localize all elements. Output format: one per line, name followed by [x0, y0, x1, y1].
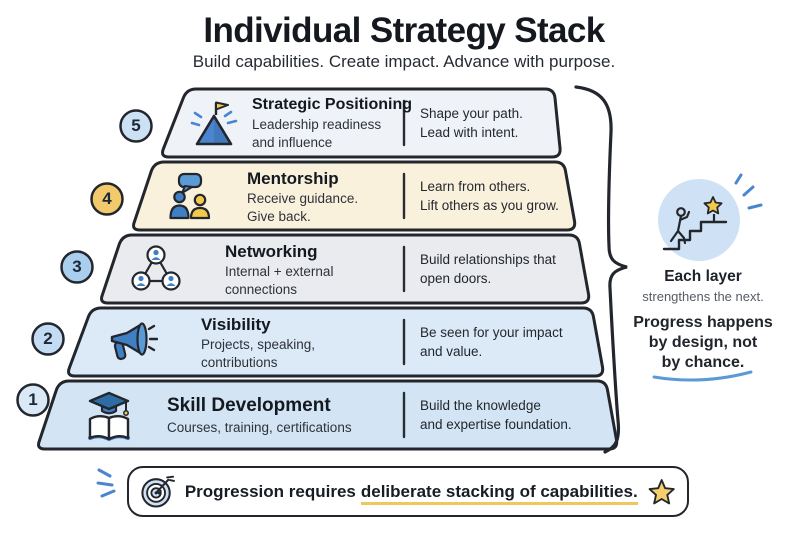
megaphone-icon	[110, 322, 158, 361]
badge-1-number: 1	[28, 390, 38, 409]
layer-3-left-text: Networking Internal + external connectio…	[225, 239, 333, 301]
pyramid-layer-5-shape	[161, 87, 562, 159]
layer-2-subtitle-line: contributions	[201, 354, 278, 370]
banner-text-plain: Progression requires	[184, 481, 356, 501]
layer-5-subtitle-line: and influence	[252, 134, 333, 150]
layer-2-title: Visibility	[201, 314, 271, 334]
layer-4-title: Mentorship	[247, 168, 339, 188]
mentorship-people-icon	[169, 172, 211, 220]
network-icon	[131, 245, 181, 291]
layer-5-benefit: Shape your path. Lead with intent.	[420, 93, 523, 155]
layer-5-benefit-line: Lead with intent.	[420, 125, 519, 140]
layer-5-subtitle-line: Leadership readiness	[252, 117, 382, 133]
layer-4-subtitle-line: Receive guidance.	[247, 190, 359, 206]
star-icon	[648, 478, 675, 504]
layer-2-left-text: Visibility Projects, speaking, contribut…	[201, 312, 315, 374]
badge-2-circle	[31, 322, 65, 356]
stairs-star-icon	[658, 173, 763, 261]
pyramid-layer-3-shape	[100, 233, 591, 305]
target-icon	[141, 475, 175, 508]
layer-1-benefit-line: and expertise foundation.	[420, 417, 572, 432]
layer-1-benefit-line: Build the knowledge	[420, 398, 541, 414]
layer-3-benefit-line: open doors.	[420, 271, 492, 286]
page-subtitle: Build capabilities. Create impact. Advan…	[192, 52, 616, 71]
layer-3-title: Networking	[225, 241, 318, 261]
brace	[574, 85, 628, 454]
layer-4-left-text: Mentorship Receive guidance. Give back.	[247, 166, 358, 228]
layer-1-subtitle-line: Courses, training, certifications	[167, 419, 352, 435]
layer-5-title: Strategic Positioning	[252, 96, 413, 114]
layer-1-benefit: Build the knowledge and expertise founda…	[420, 385, 572, 447]
badge-2-number: 2	[43, 329, 53, 348]
banner-dashes	[96, 468, 116, 498]
badge-1-circle	[16, 383, 50, 417]
badge-5-number: 5	[131, 116, 141, 135]
layer-4-benefit-line: Lift others as you grow.	[420, 198, 559, 213]
page-title: Individual Strategy Stack	[203, 11, 605, 50]
book-graduation-icon	[88, 391, 130, 442]
layer-1-left-text: Skill Development Courses, training, cer…	[167, 385, 352, 447]
side-note-emphasis-line: by design, not	[648, 334, 758, 351]
sparkle-dashes	[734, 173, 763, 210]
pyramid-layer-4-shape	[132, 160, 577, 232]
side-note-subline: strengthens the next.	[642, 289, 764, 304]
badge-3-circle	[60, 250, 94, 284]
swoosh-underline	[652, 370, 753, 382]
layer-2-benefit: Be seen for your impact and value.	[420, 312, 563, 374]
layer-4-benefit-line: Learn from others.	[420, 179, 531, 195]
layer-1-title: Skill Development	[167, 395, 331, 417]
layer-4-benefit: Learn from others. Lift others as you gr…	[420, 166, 559, 228]
side-note-emphasis: Progress happens by design, not by chanc…	[615, 313, 791, 373]
badge-4-number: 4	[102, 189, 112, 208]
layer-3-subtitle-line: Internal + external	[225, 263, 334, 279]
number-badges	[16, 109, 153, 417]
pyramid-layer-2-shape	[67, 306, 605, 378]
side-note-emphasis-line: Progress happens	[633, 314, 773, 331]
badge-4-circle	[90, 182, 124, 216]
mountain-flag-icon	[190, 101, 238, 146]
layer-3-benefit-line: Build relationships that	[420, 252, 556, 268]
layer-5-benefit-line: Shape your path.	[420, 106, 523, 122]
layer-2-benefit-line: and value.	[420, 344, 483, 359]
side-note-headline: Each layer	[664, 268, 742, 285]
layer-5-left-text: Strategic Positioning Leadership readine…	[252, 93, 412, 155]
layer-2-benefit-line: Be seen for your impact	[420, 325, 563, 341]
layer-2-subtitle-line: Projects, speaking,	[201, 336, 316, 352]
badge-5-circle	[119, 109, 153, 143]
banner-text-underlined: deliberate stacking of capabilities.	[360, 481, 638, 505]
side-note-emphasis-line: by chance.	[661, 354, 745, 371]
layer-3-benefit: Build relationships that open doors.	[420, 239, 556, 301]
layer-3-subtitle-line: connections	[225, 281, 298, 297]
layer-4-subtitle-line: Give back.	[247, 208, 311, 224]
badge-3-number: 3	[72, 257, 82, 276]
